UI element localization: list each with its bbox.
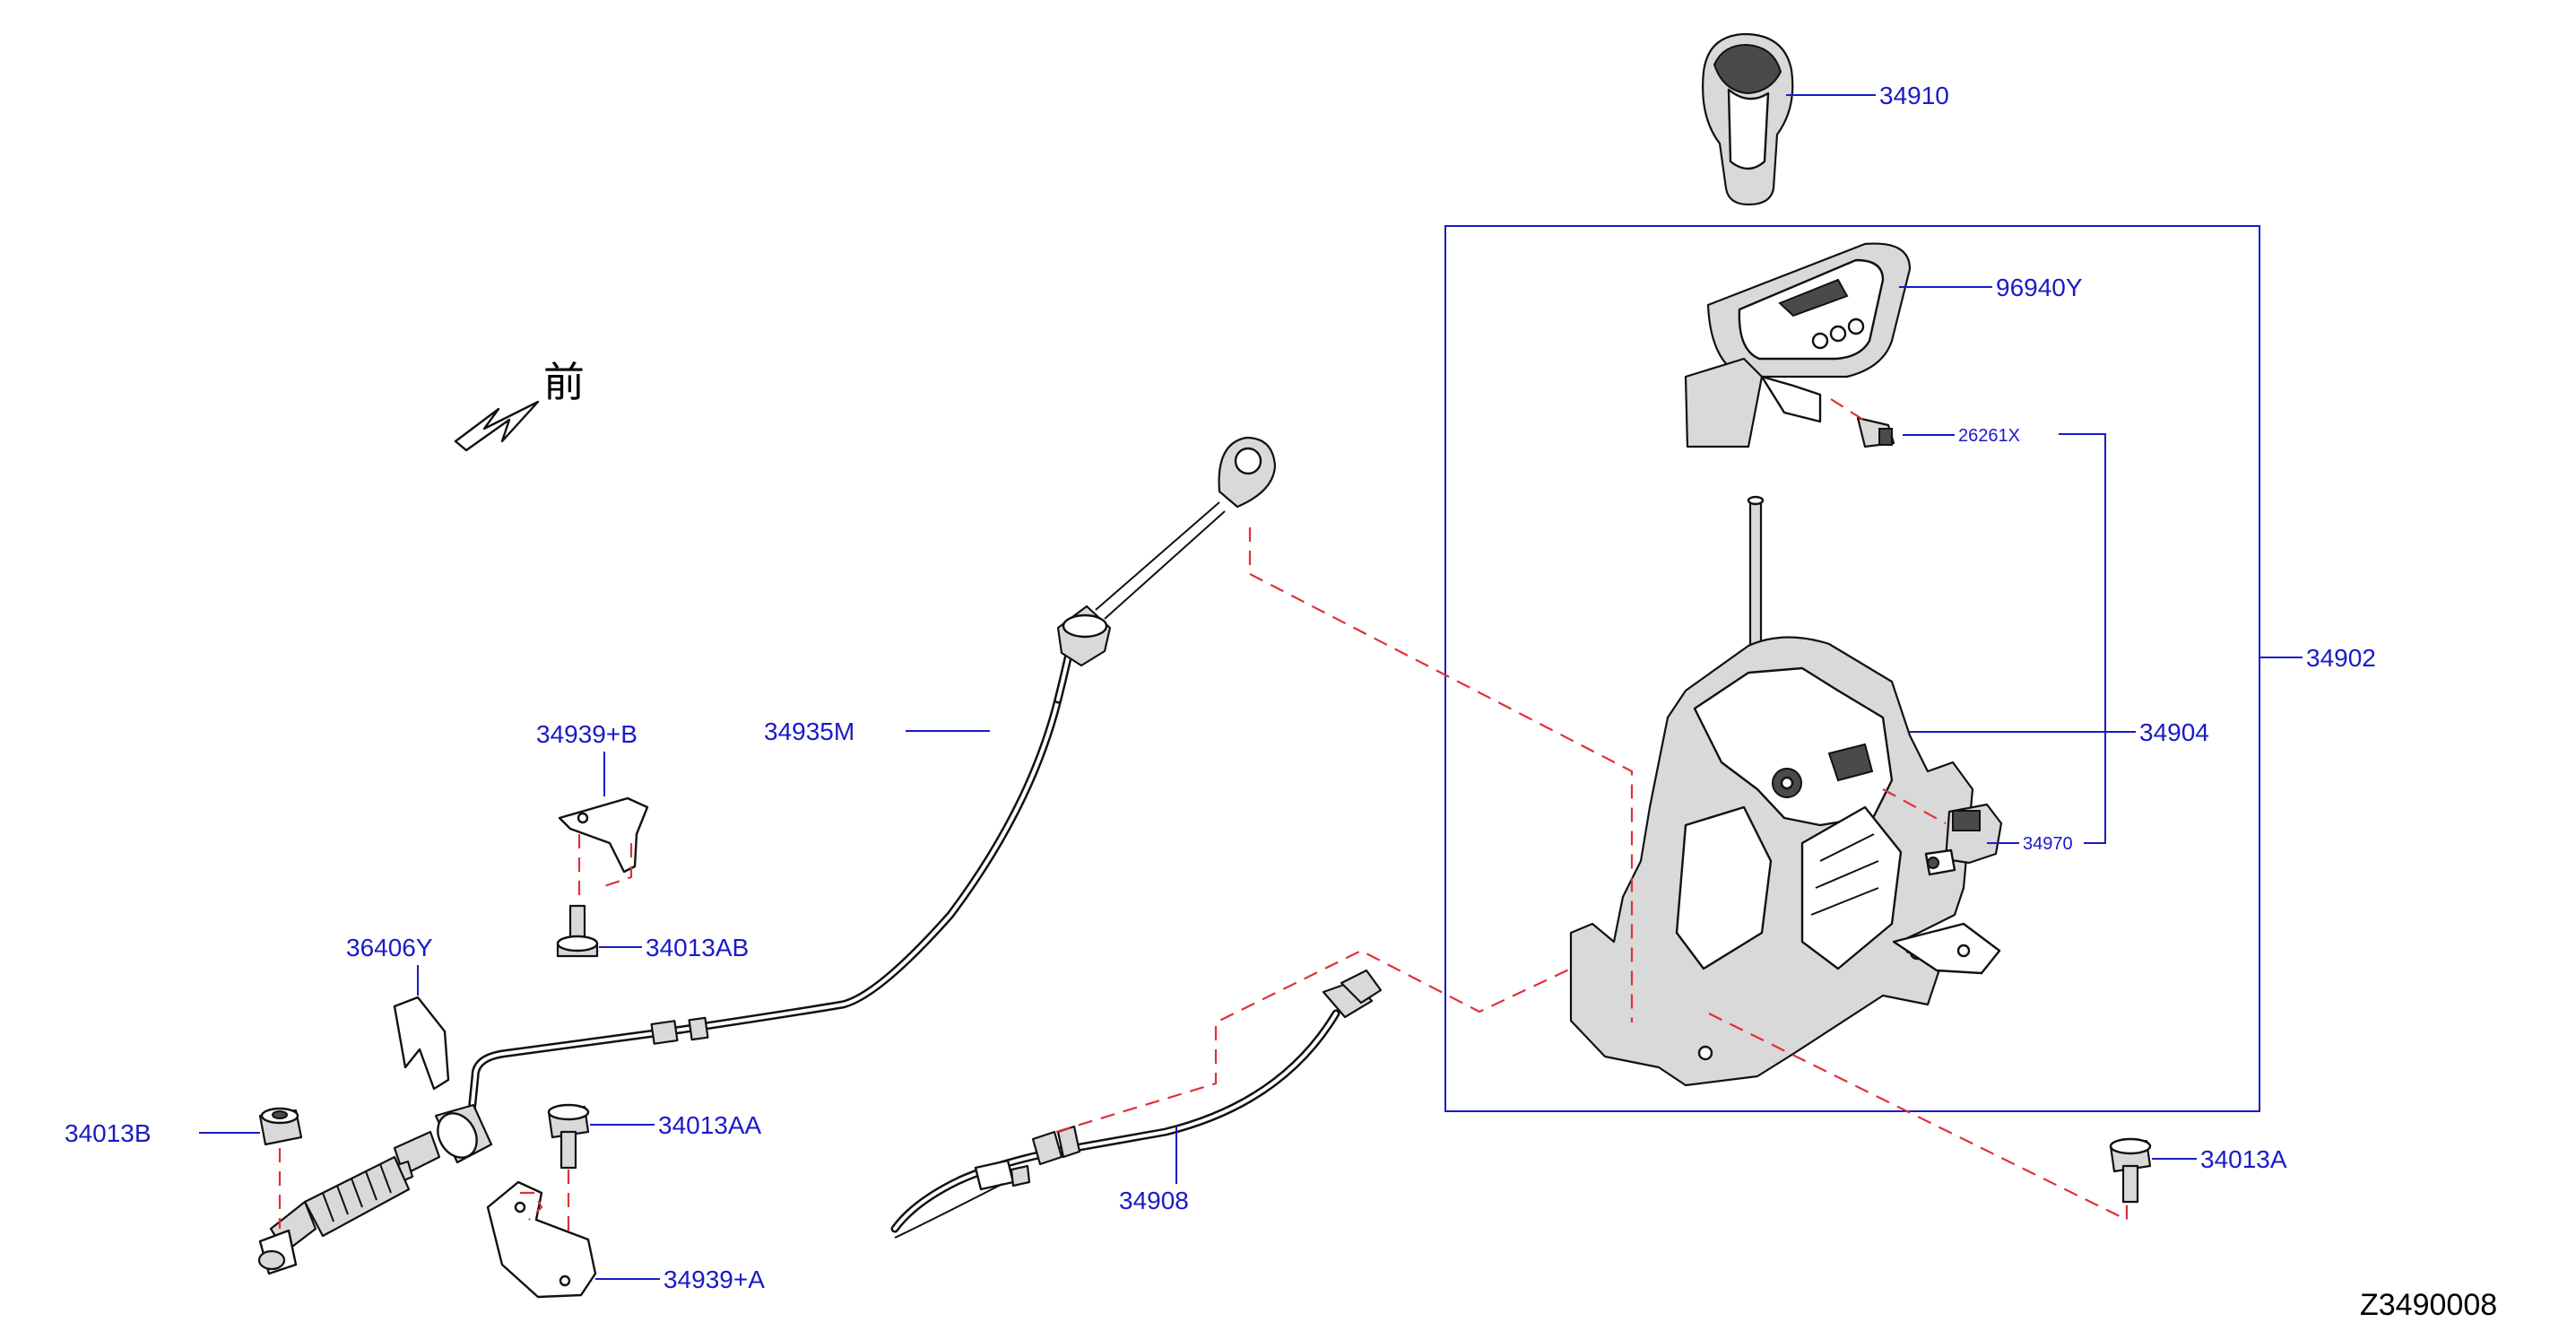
dash-34013A <box>1708 1013 2129 1222</box>
label-34939B: 34939+B <box>536 720 637 748</box>
label-96940Y: 96940Y <box>1996 274 2083 301</box>
dash-34908 <box>1055 949 1572 1134</box>
dash-cable-end <box>1248 527 1634 1022</box>
clip-36406Y <box>393 996 450 1091</box>
label-34939A: 34939+A <box>664 1266 765 1293</box>
shift-indicator-finisher <box>1684 242 1912 448</box>
front-direction-arrow-icon <box>454 400 540 452</box>
dash-34939B <box>577 834 633 899</box>
shift-lock-cable <box>890 969 1383 1239</box>
label-34902: 34902 <box>2306 644 2376 672</box>
label-34970: 34970 <box>2023 834 2073 854</box>
label-34908: 34908 <box>1119 1187 1189 1214</box>
label-26261X: 26261X <box>1958 426 2020 446</box>
bolt-34013AA <box>547 1103 590 1170</box>
bolt-34013A <box>2109 1137 2152 1204</box>
label-34013AB: 34013AB <box>646 934 749 961</box>
front-mark: 前 <box>543 358 585 406</box>
assembly-box <box>1444 225 2260 1112</box>
label-34013B: 34013B <box>65 1119 152 1147</box>
shift-knob <box>1702 32 1794 206</box>
dash-34970 <box>1882 788 1947 824</box>
dash-34939A <box>520 1191 543 1221</box>
control-cable <box>467 436 1277 1117</box>
label-34935M: 34935M <box>764 718 854 745</box>
bracket-a <box>486 1180 597 1299</box>
bracket-b <box>558 796 649 874</box>
indicator-bulb <box>1856 416 1895 448</box>
bracket-26261X-34970 <box>2059 433 2106 844</box>
label-34013AA: 34013AA <box>658 1111 762 1139</box>
diagram-code: Z3490008 <box>2360 1288 2497 1322</box>
shift-lock-switch <box>1924 803 2003 876</box>
bolt-34013AB <box>556 904 599 958</box>
dash-26261X <box>1830 398 1864 421</box>
cable-end-adjuster <box>257 1103 493 1275</box>
label-34013A: 34013A <box>2200 1145 2287 1173</box>
label-36406Y: 36406Y <box>346 934 433 961</box>
label-34910: 34910 <box>1879 82 1949 109</box>
label-34904: 34904 <box>2139 718 2209 746</box>
nut-34013B <box>258 1107 303 1146</box>
shifter-base-assembly <box>1569 495 2001 1087</box>
